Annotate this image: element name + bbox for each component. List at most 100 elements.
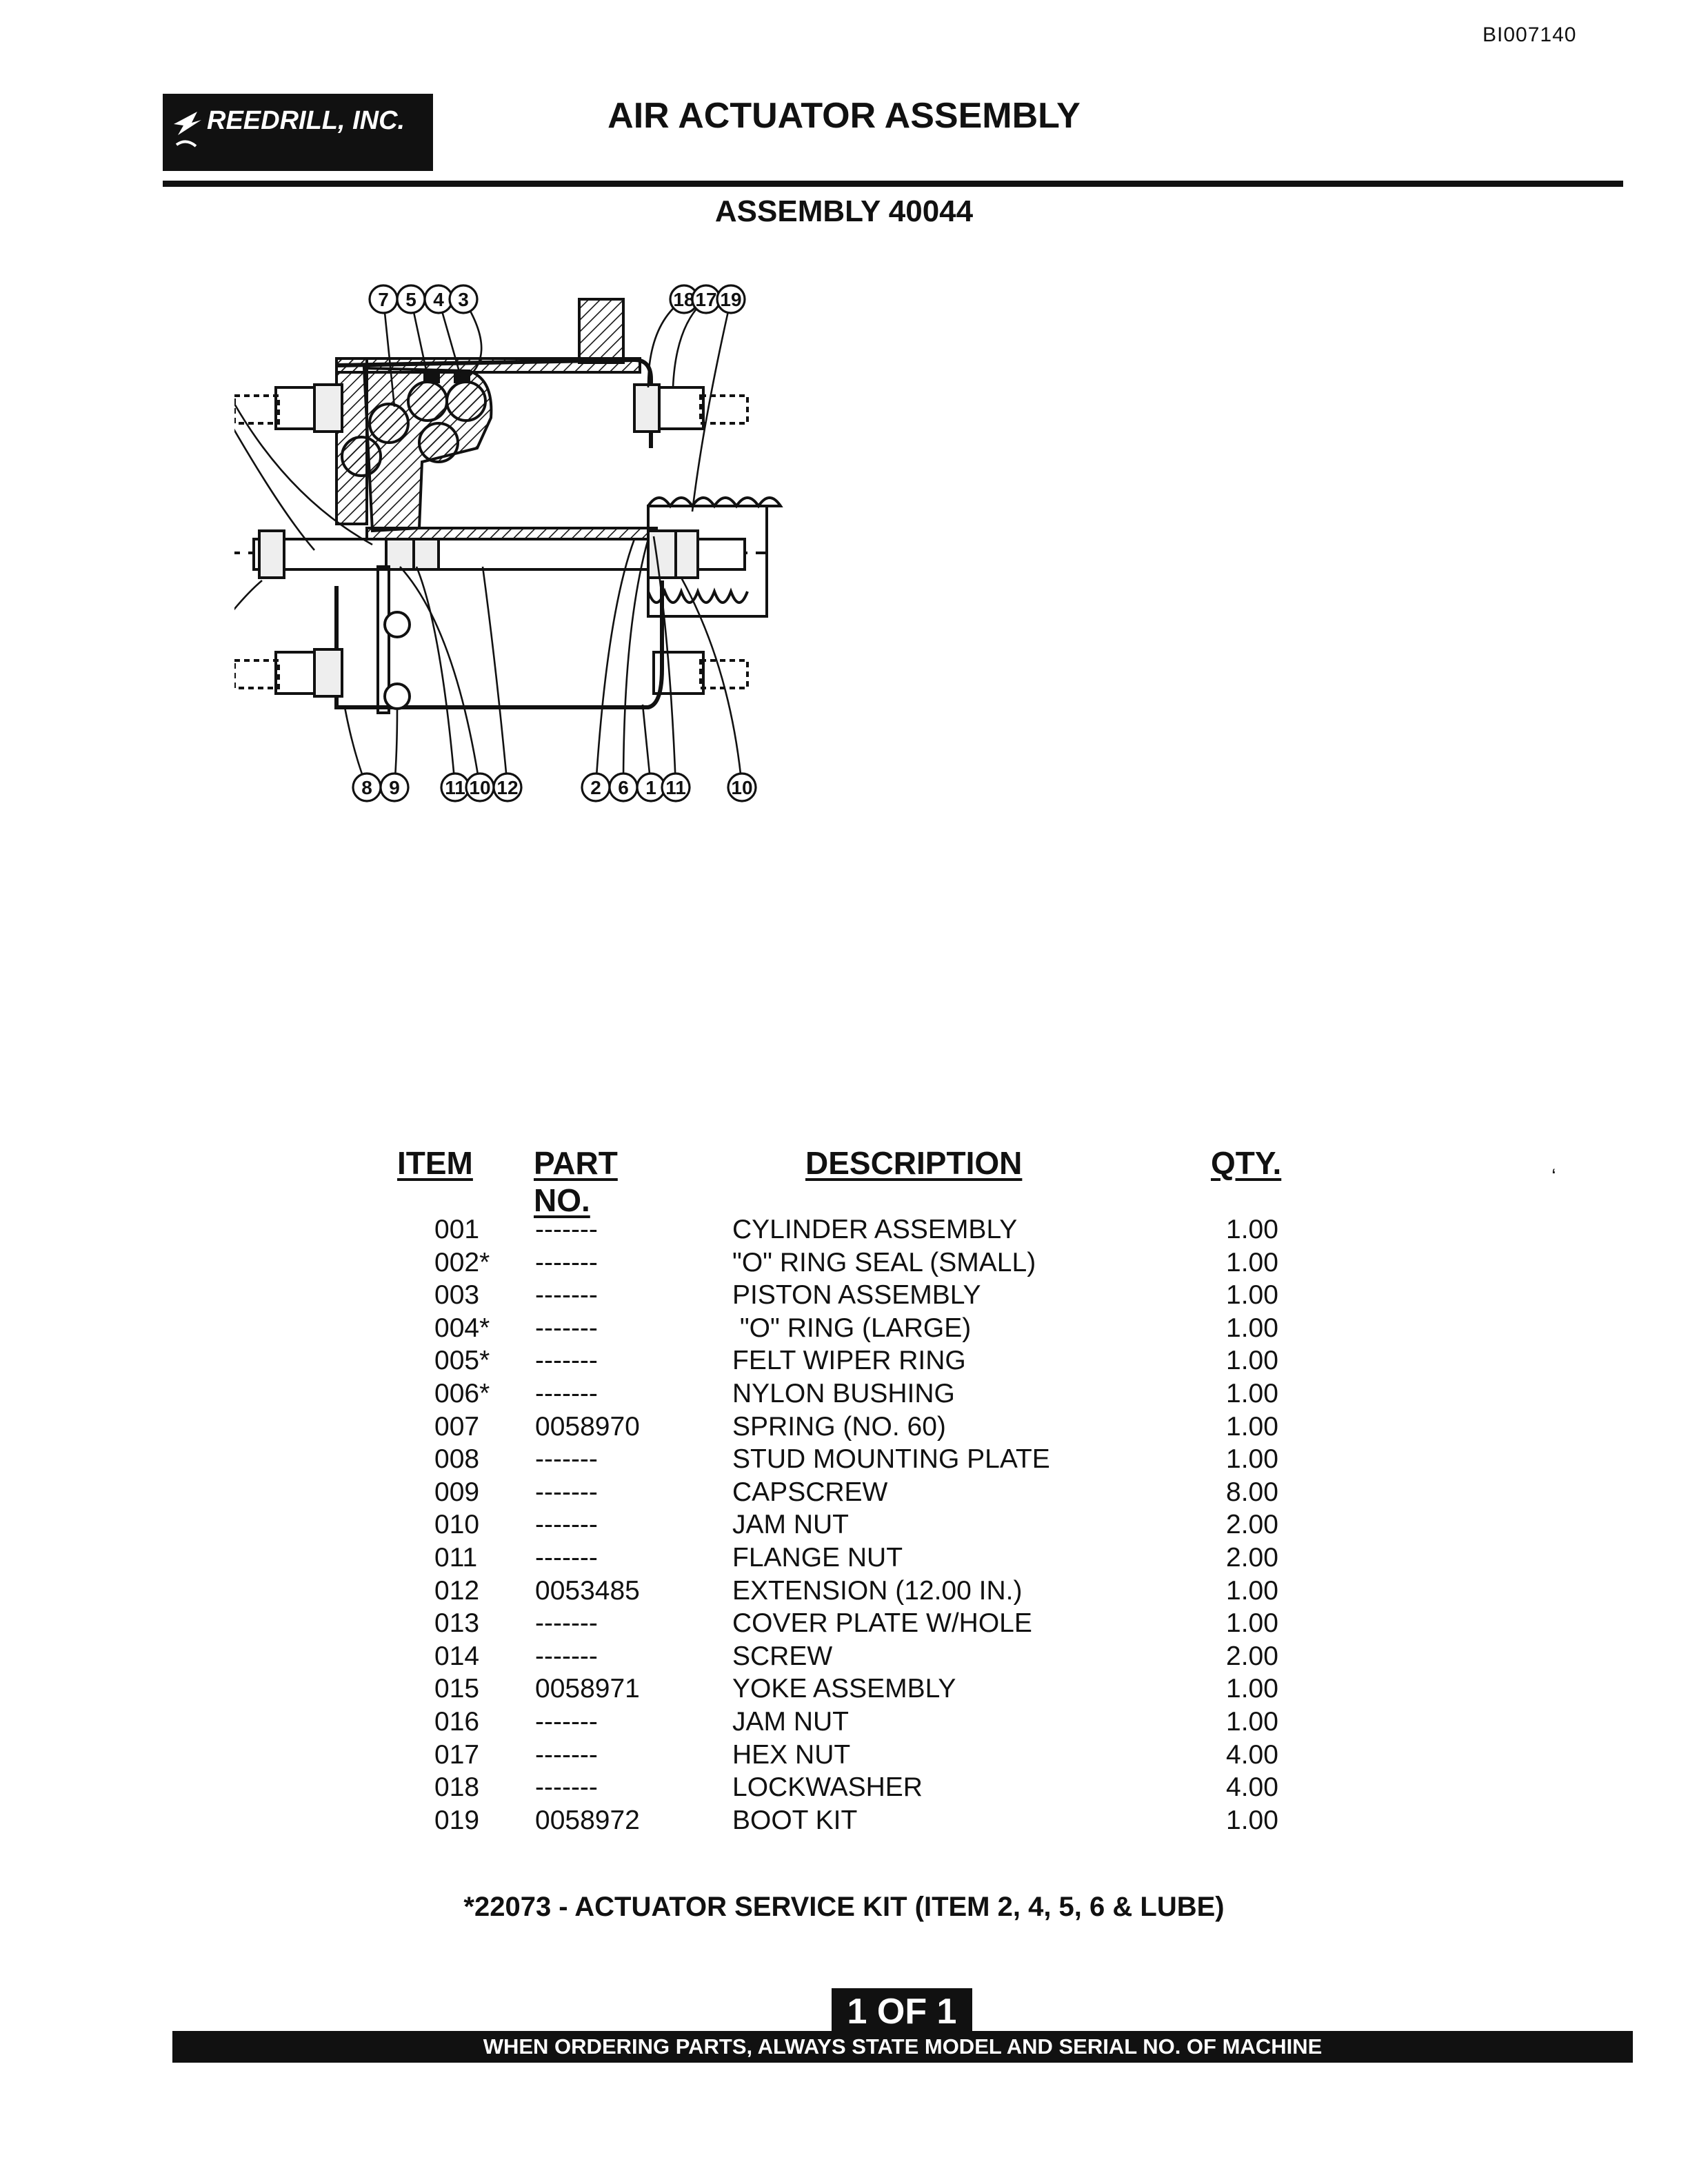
svg-text:9: 9 [389,777,400,798]
service-kit-note: *22073 - ACTUATOR SERVICE KIT (ITEM 2, 4… [463,1892,1225,1922]
svg-text:1: 1 [645,777,656,798]
svg-text:12: 12 [496,777,518,798]
table-row: 002*-------"O" RING SEAL (SMALL)1.00 [386,1248,1352,1281]
table-row: 010 ------- JAM NUT 2.00 [386,1510,1352,1543]
description-cell: "O" RING SEAL (SMALL) [732,1247,1036,1277]
part-no-cell: ------- [535,1772,598,1803]
item-cell: 014 [434,1641,480,1671]
description-cell: "O" RING (LARGE) [732,1313,972,1343]
qty-cell: 1.00 [1226,1444,1278,1475]
callout-3: 3 [448,284,479,314]
qty-cell: 1.00 [1226,1280,1278,1311]
description-cell: PISTON ASSEMBLY [732,1280,981,1311]
callout-11: 11 [440,772,470,802]
title-rule [163,181,1623,187]
part-no-cell: 0058972 [535,1805,640,1835]
qty-cell: 1.00 [1226,1411,1278,1442]
item-cell: 009 [434,1477,480,1507]
description-cell: SPRING (NO. 60) [732,1411,946,1442]
qty-cell: 4.00 [1226,1772,1278,1803]
svg-text:18: 18 [673,289,694,310]
part-no-cell: 0053485 [535,1575,640,1606]
item-cell: 003 [434,1280,480,1311]
item-cell: 010 [434,1510,480,1540]
description-cell: CAPSCREW [732,1477,888,1507]
item-cell: 017 [434,1739,480,1770]
part-no-cell: ------- [535,1641,598,1671]
part-no-cell: ------- [535,1280,598,1311]
logo-mark-icon [174,112,201,148]
qty-cell: 8.00 [1226,1477,1278,1507]
callout-11b: 11 [661,772,691,802]
document-id: BI007140 [1483,23,1577,46]
part-no-cell: ------- [535,1477,598,1507]
description-cell: EXTENSION (12.00 IN.) [732,1575,1023,1606]
logo-text: REEDRILL, INC. [207,106,405,135]
table-row: 019 0058972 BOOT KIT 1.00 [386,1806,1352,1839]
item-cell: 001 [434,1215,480,1244]
part-no-cell: ------- [535,1215,598,1244]
part-no-cell: ------- [535,1346,598,1376]
callout-9: 9 [379,772,410,802]
qty-cell: 2.00 [1226,1641,1278,1671]
description-cell: SCREW [732,1641,833,1671]
table-row: 005* ------- FELT WIPER RING 1.00 [386,1346,1352,1379]
description-cell: STUD MOUNTING PLATE [732,1444,1050,1475]
description-cell: FELT WIPER RING [732,1346,966,1376]
svg-text:3: 3 [458,289,469,310]
qty-cell: 1.00 [1226,1805,1278,1835]
part-no-cell: ------- [535,1510,598,1540]
stray-mark: ‘ [1551,1165,1556,1188]
qty-cell: 1.00 [1226,1707,1278,1737]
part-no-cell: 0058971 [535,1674,640,1704]
table-row: 003 ------- PISTON ASSEMBLY 1.00 [386,1280,1352,1313]
part-no-cell: ------- [535,1379,598,1408]
item-cell: 018 [434,1772,480,1803]
svg-text:19: 19 [720,289,741,310]
callout-10: 10 [465,772,495,802]
callout-7: 7 [368,284,399,314]
svg-text:17: 17 [695,289,716,310]
header-description: DESCRIPTION [805,1145,1023,1181]
qty-cell: 1.00 [1226,1247,1278,1277]
item-cell: 007 [434,1411,480,1442]
item-cell: 019 [434,1805,480,1835]
description-cell: COVER PLATE W/HOLE [732,1608,1032,1639]
callout-8: 8 [352,772,382,802]
description-cell: NYLON BUSHING [732,1379,955,1408]
callout-12: 12 [492,772,523,802]
qty-cell: 1.00 [1226,1313,1278,1343]
description-cell: JAM NUT [732,1510,849,1540]
part-no-cell: ------- [535,1444,598,1475]
item-cell: 005* [434,1346,490,1376]
callout-17: 17 [691,284,721,314]
item-cell: 008 [434,1444,480,1475]
description-cell: CYLINDER ASSEMBLY [732,1215,1018,1244]
svg-text:10: 10 [731,777,752,798]
svg-text:2: 2 [590,777,601,798]
qty-cell: 1.00 [1226,1674,1278,1704]
table-row: 009 ------- CAPSCREW 8.00 [386,1477,1352,1510]
header-qty: QTY. [1211,1145,1282,1181]
svg-text:6: 6 [618,777,629,798]
item-cell: 002* [434,1247,490,1277]
header-item: ITEM [397,1145,473,1181]
actuator-exploded-diagram: 15 14 13 7 5 4 3 18 17 19 16 8 9 11 10 1… [234,284,783,802]
qty-cell: 2.00 [1226,1543,1278,1573]
table-row: 014 ------- SCREW 2.00 [386,1641,1352,1675]
callout-18: 18 [669,284,699,314]
qty-cell: 1.00 [1226,1346,1278,1376]
description-cell: BOOT KIT [732,1805,858,1835]
qty-cell: 2.00 [1226,1510,1278,1540]
callout-4: 4 [423,284,454,314]
callout-19: 19 [716,284,746,314]
qty-cell: 1.00 [1226,1575,1278,1606]
item-cell: 011 [434,1543,478,1573]
